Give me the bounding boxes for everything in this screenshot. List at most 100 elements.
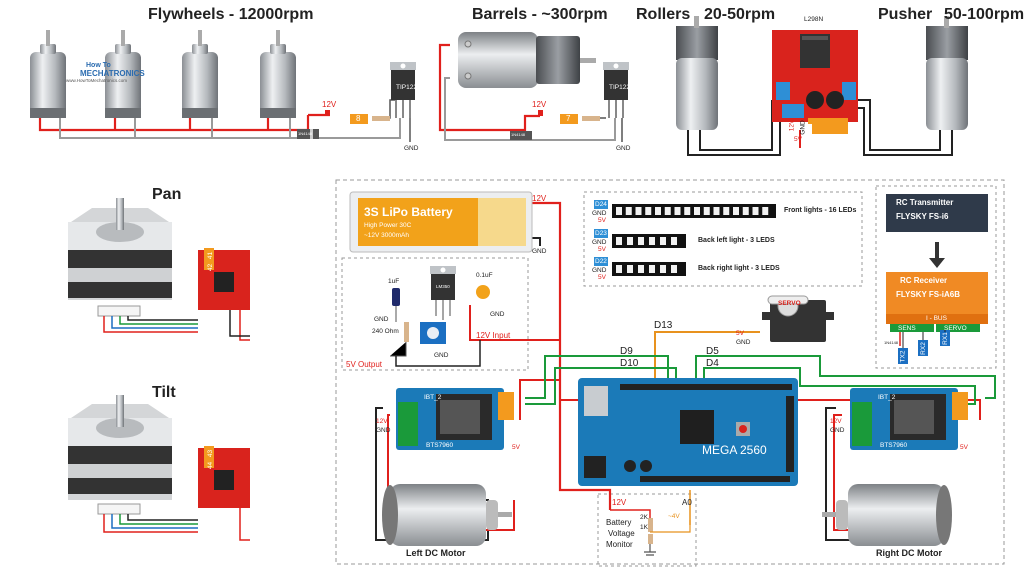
rollers-pusher-section — [676, 16, 968, 156]
fly-tip122: TIP122 — [396, 84, 417, 91]
flywheels-header: Flywheels - 12000rpm — [148, 6, 314, 23]
rc-rx-model: FLYSKY FS-iA6B — [896, 290, 961, 299]
mega-label: MEGA 2560 — [702, 443, 767, 457]
flywheels-section — [30, 30, 416, 142]
fly-pin8: 8 — [356, 114, 361, 123]
flywheel-transistor — [390, 62, 416, 118]
right-5v: 5V — [960, 444, 968, 451]
barrel-transistor — [603, 62, 629, 118]
rc-diode: 1N4148 — [884, 340, 899, 345]
pan-pin-41: 41 — [207, 251, 215, 260]
logo: How To MECHATRONICS www.HowToMechatronic… — [52, 62, 145, 83]
reg-12v-input: 12V Input — [476, 331, 511, 340]
led-chip — [638, 237, 644, 245]
rc-rx2: RX2 — [919, 342, 927, 355]
l298n-gnd: GND — [799, 120, 807, 135]
mon-voltage: Voltage — [608, 529, 635, 538]
rc-tx-title: RC Transmitter — [896, 198, 954, 207]
lipo-battery — [349, 191, 533, 253]
pan-header: Pan — [152, 186, 182, 203]
led-chip — [660, 265, 666, 273]
led-chip — [638, 265, 644, 273]
led-chip — [645, 207, 652, 215]
rc-tx2: TX2 — [899, 350, 907, 363]
left-5v: 5V — [512, 444, 520, 451]
rc-sens: SENS — [898, 325, 916, 332]
fly-12v: 12V — [322, 100, 337, 109]
pin-d13: D13 — [654, 320, 673, 331]
barrels-header: Barrels - ~300rpm — [472, 6, 608, 23]
logo-url: www.HowToMechatronics.com — [66, 78, 128, 83]
right-dc-motor — [822, 484, 952, 546]
led-gnd-3: GND — [592, 267, 607, 274]
tilt-pin-43: 43 — [207, 449, 215, 458]
rollers-header: Rollers — [636, 6, 691, 23]
led-chip — [649, 265, 655, 273]
led-chip — [649, 237, 655, 245]
led-chip — [723, 207, 730, 215]
back-right-label: Back right light - 3 LEDS — [698, 265, 780, 272]
led-chip — [616, 207, 622, 215]
led-chip — [694, 207, 700, 215]
led-chip — [616, 265, 622, 273]
logo-line1: How To — [86, 62, 111, 69]
rollers-rpm: 20-50rpm — [704, 6, 776, 23]
l298n-12v: 12V — [788, 119, 796, 132]
led-5v-1: 5V — [598, 217, 606, 224]
left-12v: 12V — [376, 418, 388, 425]
barrel-gnd: GND — [616, 145, 631, 152]
barrel-tip122: TIP122 — [609, 84, 630, 91]
tilt-header: Tilt — [152, 384, 176, 401]
barrel-diode: 1N4148 — [511, 132, 526, 137]
battery-gnd: GND — [532, 248, 547, 255]
bts7960-left — [396, 388, 514, 450]
led-chip — [660, 237, 666, 245]
fly-diode: 1N4148 — [298, 131, 313, 136]
led-d24: D24 — [595, 201, 607, 208]
rc-rx1: RX1 — [941, 332, 949, 345]
flywheel-motor-2 — [105, 30, 141, 118]
arduino-mega — [578, 378, 798, 486]
led-chip — [684, 207, 691, 215]
led-d22: D22 — [595, 258, 607, 265]
left-ibt-label: IBT_2 — [424, 394, 442, 401]
flywheel-motor-3 — [182, 30, 218, 118]
left-dc-motor — [382, 484, 512, 546]
mon-monitor: Monitor — [606, 540, 633, 549]
logo-line2: MECHATRONICS — [80, 69, 145, 78]
regulator-box — [341, 257, 529, 371]
flywheel-motor-4 — [260, 30, 296, 118]
led-d23: D23 — [595, 230, 607, 237]
rc-ibus: I - BUS — [926, 315, 947, 322]
led-chip — [752, 207, 759, 215]
rc-servo-port: SERVO — [944, 325, 967, 332]
led-chip — [674, 207, 681, 215]
pin-d5: D5 — [706, 346, 719, 357]
led-gnd-2: GND — [592, 239, 607, 246]
tilt-driver — [198, 446, 250, 541]
r240-label: 240 Ohm — [372, 328, 399, 335]
barrel-motor — [458, 32, 596, 88]
led-chip — [616, 237, 622, 245]
left-bts-label: BTS7960 — [426, 442, 454, 449]
barrel-pin7: 7 — [566, 114, 571, 123]
led-chip — [762, 207, 769, 215]
servo-gnd: GND — [736, 339, 751, 346]
pin-d4: D4 — [706, 358, 719, 369]
servo-5v: 5V — [736, 330, 744, 337]
led-chip — [627, 265, 633, 273]
rc-transmitter — [886, 194, 988, 268]
battery-12v: 12V — [532, 194, 547, 203]
led-chip — [713, 207, 720, 215]
bts7960-right — [850, 388, 968, 450]
battery-monitor-box — [597, 493, 697, 567]
tilt-pin-44: 44 — [207, 461, 215, 470]
cap-01uf: 0.1uF — [476, 272, 493, 279]
back-left-label: Back left light - 3 LEDS — [698, 237, 775, 244]
battery-sub2: ~12V 3000mAh — [364, 232, 409, 239]
battery-title: 3S LiPo Battery — [364, 205, 453, 219]
pin-d10: D10 — [620, 358, 639, 369]
reg-gnd-1: GND — [374, 316, 389, 323]
right-ibt-label: IBT_2 — [878, 394, 896, 401]
